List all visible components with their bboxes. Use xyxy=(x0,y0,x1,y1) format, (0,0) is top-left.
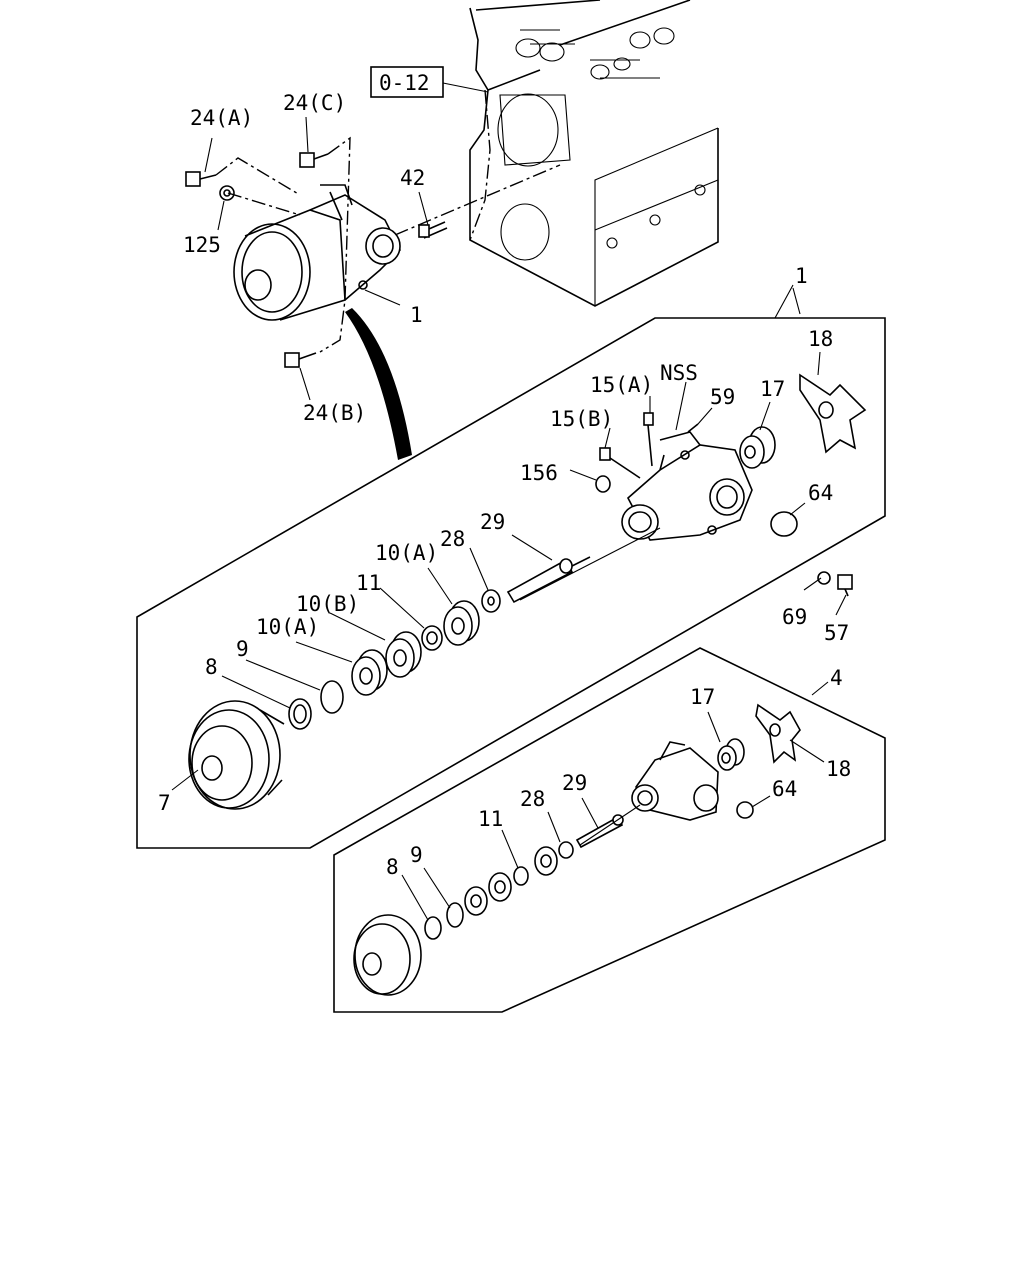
label-assembly-1: 1 xyxy=(795,264,808,288)
label-o-ring-64-upper: 64 xyxy=(808,481,833,505)
washer-28-upper xyxy=(481,589,501,613)
bearing-10a-upper xyxy=(443,600,480,646)
label-fitting-15b: 15(B) xyxy=(550,407,613,431)
bearing-lower-3 xyxy=(464,886,488,916)
label-spacer-11-upper: 11 xyxy=(356,571,381,595)
detail-arrow xyxy=(345,308,412,460)
label-impeller-18-upper: 18 xyxy=(808,327,833,351)
snap-ring-9-upper xyxy=(320,680,344,714)
pulley-7 xyxy=(188,700,285,810)
plug-156 xyxy=(595,475,611,493)
label-shaft-29-lower: 29 xyxy=(562,771,587,795)
label-assembly-4: 4 xyxy=(830,666,843,690)
callout-labels: 1 24(A) 24(C) 42 125 1 24(B) 18 NSS 15(A… xyxy=(158,91,851,879)
centerline-engine xyxy=(394,164,561,236)
label-bearing-10a-upper: 10(A) xyxy=(375,541,438,565)
bearing-10a-lower xyxy=(351,649,388,696)
snap-ring-9-lower xyxy=(446,902,464,928)
plug-57 xyxy=(837,574,853,597)
stud-42 xyxy=(418,221,448,239)
label-spacer-11-lower: 11 xyxy=(478,807,503,831)
pump-housing-lower xyxy=(631,741,719,821)
label-washer-69: 69 xyxy=(782,605,807,629)
assembly-4-frame xyxy=(333,647,886,1013)
seal-17-lower xyxy=(717,738,745,771)
seal-17-upper xyxy=(739,426,776,469)
nut-125 xyxy=(219,185,235,201)
bolt-24c xyxy=(299,152,329,168)
label-snap-ring-9-lower: 9 xyxy=(410,843,423,867)
reference-box-label: 0-12 xyxy=(379,71,430,95)
label-washer-28-upper: 28 xyxy=(440,527,465,551)
ring-8-lower xyxy=(424,916,442,940)
label-bolt-24b: 24(B) xyxy=(303,401,366,425)
label-seal-17-lower: 17 xyxy=(690,685,715,709)
impeller-18-lower xyxy=(755,703,801,764)
assembled-water-pump xyxy=(233,184,401,321)
ring-8-upper xyxy=(288,698,312,730)
label-impeller-18-lower: 18 xyxy=(826,757,851,781)
shaft-29-upper xyxy=(506,556,591,604)
spacer-11-upper xyxy=(421,625,443,651)
label-washer-28-lower: 28 xyxy=(520,787,545,811)
label-bolt-24c: 24(C) xyxy=(283,91,346,115)
label-plug-156: 156 xyxy=(520,461,558,485)
bolt-24a xyxy=(185,171,217,187)
fitting-15b xyxy=(599,447,641,479)
label-bearing-10b: 10(B) xyxy=(296,592,359,616)
label-pin-59: 59 xyxy=(710,385,735,409)
label-seal-17-upper: 17 xyxy=(760,377,785,401)
bearing-lower-1 xyxy=(534,846,558,876)
engine-block xyxy=(469,0,719,307)
o-ring-64-upper xyxy=(770,511,798,537)
fitting-15a xyxy=(643,412,654,467)
label-stud-42: 42 xyxy=(400,166,425,190)
o-ring-64-lower xyxy=(736,801,754,819)
washer-69 xyxy=(817,571,831,585)
spacer-11-lower xyxy=(513,866,529,886)
bearing-lower-2 xyxy=(488,872,512,902)
label-plug-57: 57 xyxy=(824,621,849,645)
label-assembly-1-main: 1 xyxy=(410,303,423,327)
label-shaft-29-upper: 29 xyxy=(480,510,505,534)
assembly-1-frame xyxy=(136,317,886,849)
label-nss: NSS xyxy=(660,361,698,385)
impeller-18-upper xyxy=(799,373,867,454)
label-nut-125: 125 xyxy=(183,233,221,257)
pump-housing xyxy=(621,431,753,541)
label-bolt-24a: 24(A) xyxy=(190,106,253,130)
label-pulley-7: 7 xyxy=(158,791,171,815)
bearing-10b xyxy=(385,631,422,678)
label-ring-8-lower: 8 xyxy=(386,855,399,879)
washer-28-lower xyxy=(558,841,574,859)
pin-59 xyxy=(687,423,699,433)
label-ring-8-upper: 8 xyxy=(205,655,218,679)
pulley-lower xyxy=(353,914,422,996)
label-fitting-15a: 15(A) xyxy=(590,373,653,397)
reference-box xyxy=(370,66,444,98)
bolt-24b xyxy=(284,352,317,368)
label-bearing-10a-lower: 10(A) xyxy=(256,615,319,639)
label-snap-ring-9-upper: 9 xyxy=(236,637,249,661)
label-o-ring-64-lower: 64 xyxy=(772,777,797,801)
